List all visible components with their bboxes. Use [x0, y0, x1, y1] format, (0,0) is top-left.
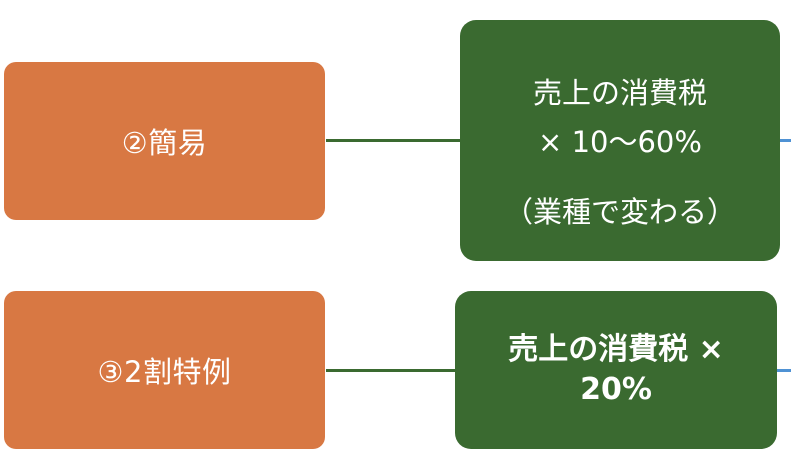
method-box-simplified: ②簡易: [4, 62, 325, 220]
formula-line: （業種で変わる）: [503, 194, 736, 229]
method-box-20pct-special: ③2割特例: [4, 291, 325, 449]
formula-line: 売上の消費税: [532, 75, 707, 110]
formula-line: 売上の消費税 ×: [508, 332, 724, 368]
formula-box-simplified: 売上の消費税 × 10～60% （業種で変わる）: [460, 20, 780, 261]
method-label: ③2割特例: [97, 355, 232, 389]
connector-line: [326, 369, 455, 372]
formula-box-20pct-special: 売上の消費税 × 20%: [455, 291, 777, 449]
connector-line: [326, 139, 460, 142]
formula-line: 20%: [580, 372, 652, 407]
edge-connector-line: [777, 369, 791, 372]
formula-line: × 10～60%: [538, 124, 702, 159]
method-label: ②簡易: [121, 126, 208, 160]
edge-connector-line: [780, 139, 791, 142]
